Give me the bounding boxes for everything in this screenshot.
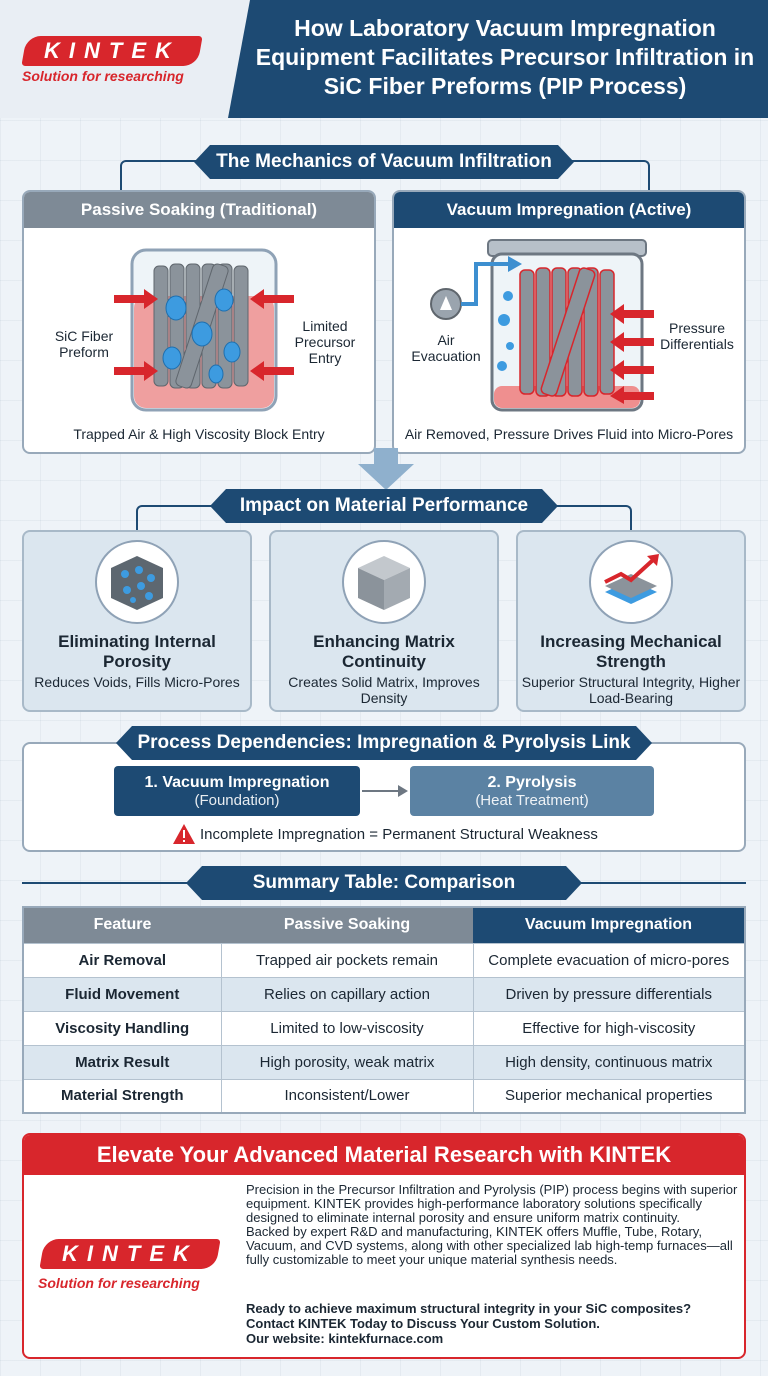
vacuum-pump-icon xyxy=(430,256,522,320)
table-cell: Relies on capillary action xyxy=(220,976,473,1011)
table-cell: Complete evacuation of micro-pores xyxy=(472,942,745,977)
table-cell: Trapped air pockets remain xyxy=(220,942,473,977)
card-subtitle: Superior Structural Integrity, Higher Lo… xyxy=(521,674,741,706)
cta-heading: Elevate Your Advanced Material Research … xyxy=(24,1135,744,1175)
vacuum-impregnation-panel: Vacuum Impregnation (Active) Air Evacuat… xyxy=(392,190,746,454)
logo-tagline-footer: Solution for researching xyxy=(38,1275,200,1291)
process-heading: Process Dependencies: Impregnation & Pyr… xyxy=(116,726,652,760)
inflow-arrows xyxy=(114,289,294,381)
logo-text: KINTEK xyxy=(62,1241,198,1266)
step2-title: 2. Pyrolysis xyxy=(487,773,577,791)
card-title: Increasing Mechanical Strength xyxy=(540,632,722,671)
cta-contact-block: Ready to achieve maximum structural inte… xyxy=(246,1301,740,1346)
solid-cube-icon xyxy=(342,540,426,624)
summary-heading: Summary Table: Comparison xyxy=(186,866,582,900)
cta-question: Ready to achieve maximum structural inte… xyxy=(246,1301,692,1316)
beaker-illustration xyxy=(130,248,278,412)
table-cell: Inconsistent/Lower xyxy=(220,1078,473,1113)
column-header: Passive Soaking xyxy=(221,907,473,943)
table-cell: Material Strength xyxy=(23,1078,221,1113)
table-cell: Matrix Result xyxy=(23,1044,221,1079)
cta-paragraph-1: Precision in the Precursor Infiltration … xyxy=(246,1182,738,1225)
impact-card-strength: Increasing Mechanical Strength Superior … xyxy=(516,530,746,712)
comparison-table: Feature Passive Soaking Vacuum Impregnat… xyxy=(22,906,746,1114)
pressure-arrows xyxy=(610,304,654,404)
table-cell: Effective for high-viscosity xyxy=(472,1010,745,1045)
table-cell: Driven by pressure differentials xyxy=(472,976,745,1011)
limited-precursor-label: Limited Precursor Entry xyxy=(294,318,356,366)
table-cell: Fluid Movement xyxy=(23,976,221,1011)
warning-icon xyxy=(173,824,195,844)
column-header: Feature xyxy=(23,907,221,943)
table-cell: Air Removal xyxy=(23,942,221,977)
table-cell: Viscosity Handling xyxy=(23,1010,221,1045)
impact-card-porosity: Eliminating Internal Porosity Reduces Vo… xyxy=(22,530,252,712)
table-cell: High porosity, weak matrix xyxy=(220,1044,473,1079)
vacuum-panel-title: Vacuum Impregnation (Active) xyxy=(394,192,744,228)
step2-sub: (Heat Treatment) xyxy=(475,791,589,809)
cta-contact-link[interactable]: Contact KINTEK Today to Discuss Your Cus… xyxy=(246,1316,600,1331)
porous-cube-icon xyxy=(95,540,179,624)
kintek-logo-footer[interactable]: KINTEK xyxy=(39,1239,221,1269)
header-band xyxy=(228,0,768,118)
step1-sub: (Foundation) xyxy=(194,791,280,809)
mechanics-heading: The Mechanics of Vacuum Infiltration xyxy=(194,145,574,179)
cta-description: Precision in the Precursor Infiltration … xyxy=(246,1183,740,1267)
sic-fiber-preform-label: SiC Fiber Preform xyxy=(54,328,114,360)
table-cell: High density, continuous matrix xyxy=(472,1044,745,1079)
passive-panel-title: Passive Soaking (Traditional) xyxy=(24,192,374,228)
logo-tagline: Solution for researching xyxy=(22,68,184,84)
step-pyrolysis: 2. Pyrolysis (Heat Treatment) xyxy=(410,766,654,816)
pressure-differentials-label: Pressure Differentials xyxy=(660,320,734,352)
website-link[interactable]: Our website: kintekfurnace.com xyxy=(246,1331,444,1346)
vacuum-caption: Air Removed, Pressure Drives Fluid into … xyxy=(404,426,734,442)
card-subtitle: Reduces Voids, Fills Micro-Pores xyxy=(34,674,240,690)
column-header: Vacuum Impregnation xyxy=(473,907,745,943)
strength-chart-icon xyxy=(589,540,673,624)
card-subtitle: Creates Solid Matrix, Improves Density xyxy=(288,674,480,706)
step-vacuum-impregnation: 1. Vacuum Impregnation (Foundation) xyxy=(114,766,360,816)
arrow-right-icon xyxy=(362,785,408,797)
air-evacuation-label: Air Evacuation xyxy=(411,332,481,364)
passive-caption: Trapped Air & High Viscosity Block Entry xyxy=(73,426,325,442)
impact-card-continuity: Enhancing Matrix Continuity Creates Soli… xyxy=(269,530,499,712)
header: How Laboratory Vacuum Impregnation Equip… xyxy=(0,0,768,118)
card-title: Eliminating Internal Porosity xyxy=(58,632,216,671)
card-title: Enhancing Matrix Continuity xyxy=(313,632,455,671)
vacuum-chamber-illustration xyxy=(487,239,647,412)
cta-paragraph-2: Backed by expert R&D and manufacturing, … xyxy=(246,1224,733,1267)
kintek-logo[interactable]: KINTEK xyxy=(21,36,203,66)
down-arrow-icon xyxy=(358,448,414,490)
page-title: How Laboratory Vacuum Impregnation Equip… xyxy=(255,15,755,99)
cta-panel: Elevate Your Advanced Material Research … xyxy=(22,1133,746,1359)
table-cell: Superior mechanical properties xyxy=(472,1078,745,1113)
logo-text: KINTEK xyxy=(44,38,180,63)
warning-text: Incomplete Impregnation = Permanent Stru… xyxy=(200,826,598,843)
table-header-row: Feature Passive Soaking Vacuum Impregnat… xyxy=(23,907,745,943)
table-cell: Limited to low-viscosity xyxy=(220,1010,473,1045)
impact-heading: Impact on Material Performance xyxy=(210,489,558,523)
passive-soaking-panel: Passive Soaking (Traditional) SiC Fiber … xyxy=(22,190,376,454)
step1-title: 1. Vacuum Impregnation xyxy=(144,773,330,791)
